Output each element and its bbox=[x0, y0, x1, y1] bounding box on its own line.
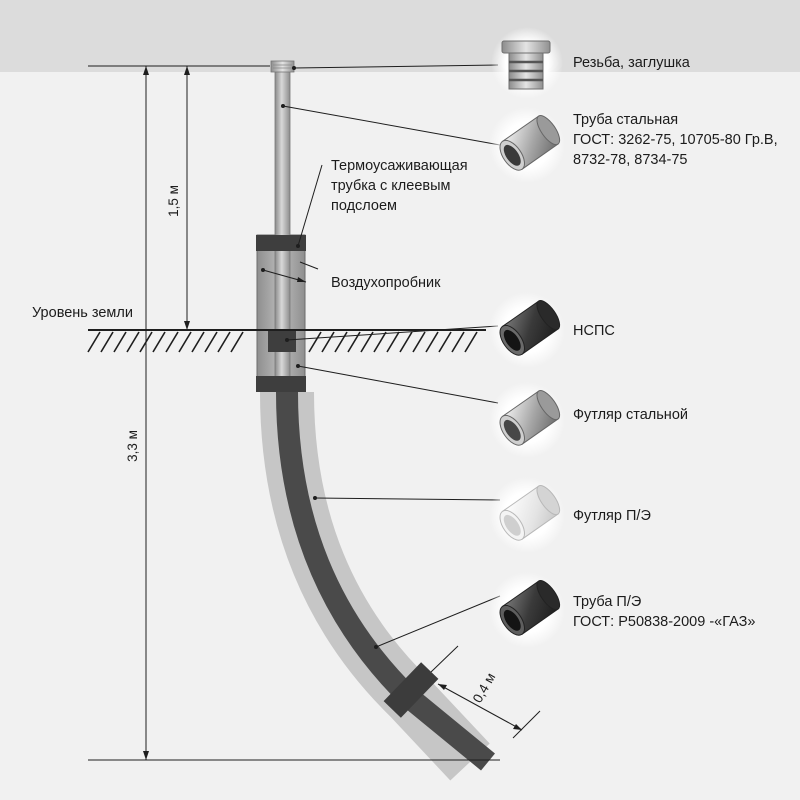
label-thread-plug: Резьба, заглушка bbox=[573, 55, 691, 71]
ground-hatching bbox=[87, 331, 478, 353]
label-heat-shrink-2: трубка с клеевым bbox=[331, 178, 450, 194]
hatch-stroke bbox=[399, 331, 413, 353]
hatch-stroke bbox=[204, 331, 218, 353]
nsps-pipe-icon bbox=[489, 292, 565, 368]
label-pe-pipe-gost: ГОСТ: Р50838-2009 -«ГАЗ» bbox=[573, 614, 755, 630]
threaded-plug-icon bbox=[491, 27, 563, 99]
hatch-stroke bbox=[360, 331, 374, 353]
hatch-stroke bbox=[126, 331, 140, 353]
hatch-stroke bbox=[165, 331, 179, 353]
hatch-stroke bbox=[373, 331, 387, 353]
dim-label-section: 0,4 м bbox=[470, 670, 499, 705]
hatch-stroke bbox=[308, 331, 322, 353]
hatch-stroke bbox=[451, 331, 465, 353]
hatch-stroke bbox=[113, 331, 127, 353]
dim-label-total-depth: 3,3 м bbox=[125, 430, 140, 462]
label-steel-pipe-gost-2: 8732-78, 8734-75 bbox=[573, 152, 688, 168]
dim-label-above-ground: 1,5 м bbox=[166, 185, 181, 217]
pe-pipe-icon bbox=[489, 572, 565, 648]
hatch-stroke bbox=[217, 331, 231, 353]
hatch-stroke bbox=[438, 331, 452, 353]
hatch-stroke bbox=[152, 331, 166, 353]
hatch-stroke bbox=[412, 331, 426, 353]
hatch-stroke bbox=[425, 331, 439, 353]
hatch-stroke bbox=[100, 331, 114, 353]
hatch-stroke bbox=[191, 331, 205, 353]
leader-lines bbox=[282, 64, 501, 648]
hatch-stroke bbox=[464, 331, 478, 353]
label-heat-shrink-3: подслоем bbox=[331, 198, 397, 214]
label-pe-pipe-title: Труба П/Э bbox=[573, 594, 641, 610]
label-steel-casing: Футляр стальной bbox=[573, 407, 688, 423]
riser-plug bbox=[270, 60, 295, 73]
label-ground-level: Уровень земли bbox=[32, 305, 133, 321]
nsps-band bbox=[268, 330, 296, 352]
label-heat-shrink-1: Термоусаживающая bbox=[331, 158, 468, 174]
label-nsps: НСПС bbox=[573, 323, 615, 339]
hatch-stroke bbox=[178, 331, 192, 353]
pe-gas-pipe bbox=[276, 391, 495, 771]
dim-line-section bbox=[437, 683, 523, 731]
steel-casing-icon bbox=[489, 382, 565, 458]
label-steel-pipe-gost-1: ГОСТ: 3262-75, 10705-80 Гр.В, bbox=[573, 132, 778, 148]
label-steel-pipe-title: Труба стальная bbox=[573, 112, 678, 128]
pe-casing-icon bbox=[489, 477, 565, 553]
hatch-stroke bbox=[334, 331, 348, 353]
top-band bbox=[0, 0, 800, 72]
steel-pipe-icon bbox=[489, 107, 565, 183]
hatch-stroke bbox=[321, 331, 335, 353]
heat-shrink-band-top bbox=[256, 235, 306, 251]
heat-shrink-band-bottom bbox=[256, 376, 306, 392]
label-air-sampler: Воздухопробник bbox=[331, 275, 441, 291]
bend-coupling bbox=[383, 662, 439, 718]
hatch-stroke bbox=[87, 331, 101, 353]
label-pe-casing: Футляр П/Э bbox=[573, 508, 651, 524]
hatch-stroke bbox=[230, 331, 244, 353]
hatch-stroke bbox=[386, 331, 400, 353]
